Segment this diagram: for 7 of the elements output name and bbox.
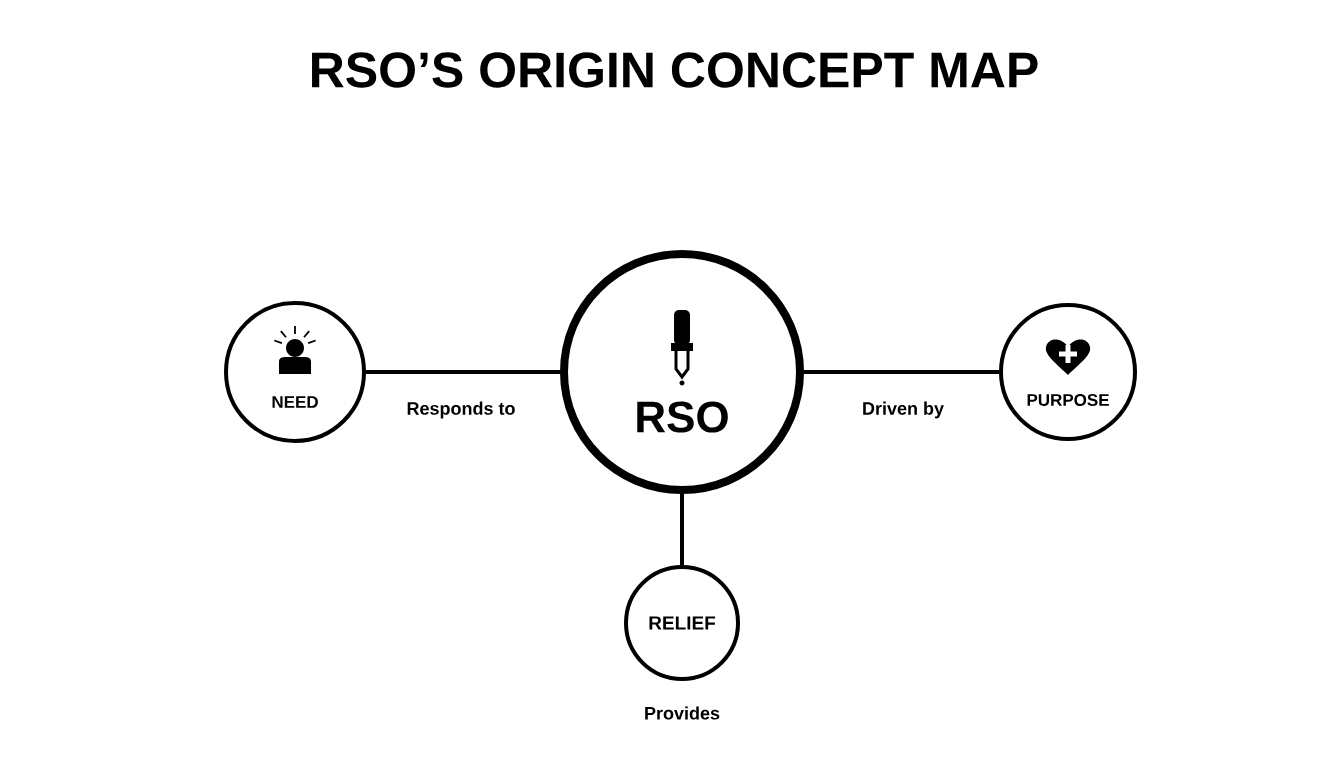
- node-caption: Provides: [645, 706, 720, 720]
- connector-line: [804, 370, 999, 374]
- title: RSO’S ORIGIN CONCEPT MAP: [312, 52, 1038, 88]
- edge-label: Responds to: [407, 401, 515, 419]
- edge-label: Driven by: [863, 401, 944, 419]
- connector-line: [680, 494, 684, 565]
- connector-line: [366, 370, 560, 374]
